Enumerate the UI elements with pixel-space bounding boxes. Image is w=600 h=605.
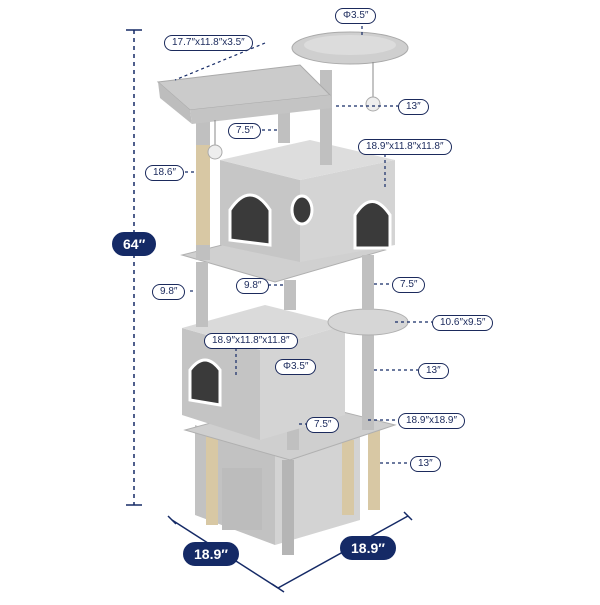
left-post-top-label: 18.6″ [145, 165, 185, 181]
base-width-label: 18.9″ [183, 542, 239, 566]
base-post-left [206, 435, 218, 525]
lower-condo-label: 18.9″x11.8″x11.8″ [204, 333, 298, 349]
right-post-mid-label: 7.5″ [392, 277, 426, 293]
upper-condo [220, 140, 395, 262]
base-depth-label: 18.9″ [340, 536, 396, 560]
small-perch-label: Φ3.5″ [275, 359, 317, 375]
base-platform-label: 18.9″x18.9″ [398, 413, 466, 429]
right-post-low-label: 13″ [418, 363, 449, 379]
small-perch-post-label: 7.5″ [306, 417, 340, 433]
center-post-mid-label: 9.8″ [236, 278, 270, 294]
base-post-label: 13″ [410, 456, 441, 472]
height-label: 64″ [112, 232, 157, 256]
leader-lines [174, 20, 432, 464]
top-perch-label: Φ3.5″ [335, 8, 377, 24]
base-post-right [368, 425, 380, 510]
upper-condo-label: 18.9″x11.8″x11.8″ [358, 139, 452, 155]
top-bed [156, 64, 332, 124]
hanging-ball-left [207, 144, 223, 160]
left-post-mid-label: 9.8″ [152, 284, 186, 300]
top-perch-post-label: 13″ [398, 99, 429, 115]
side-platform-label: 10.6″x9.5″ [432, 315, 494, 331]
top-bed-label: 17.7″x11.8″x3.5″ [164, 35, 253, 51]
top-perch [291, 31, 409, 65]
hanging-ball-right [365, 96, 381, 112]
upper-post-left-label: 7.5″ [228, 123, 262, 139]
